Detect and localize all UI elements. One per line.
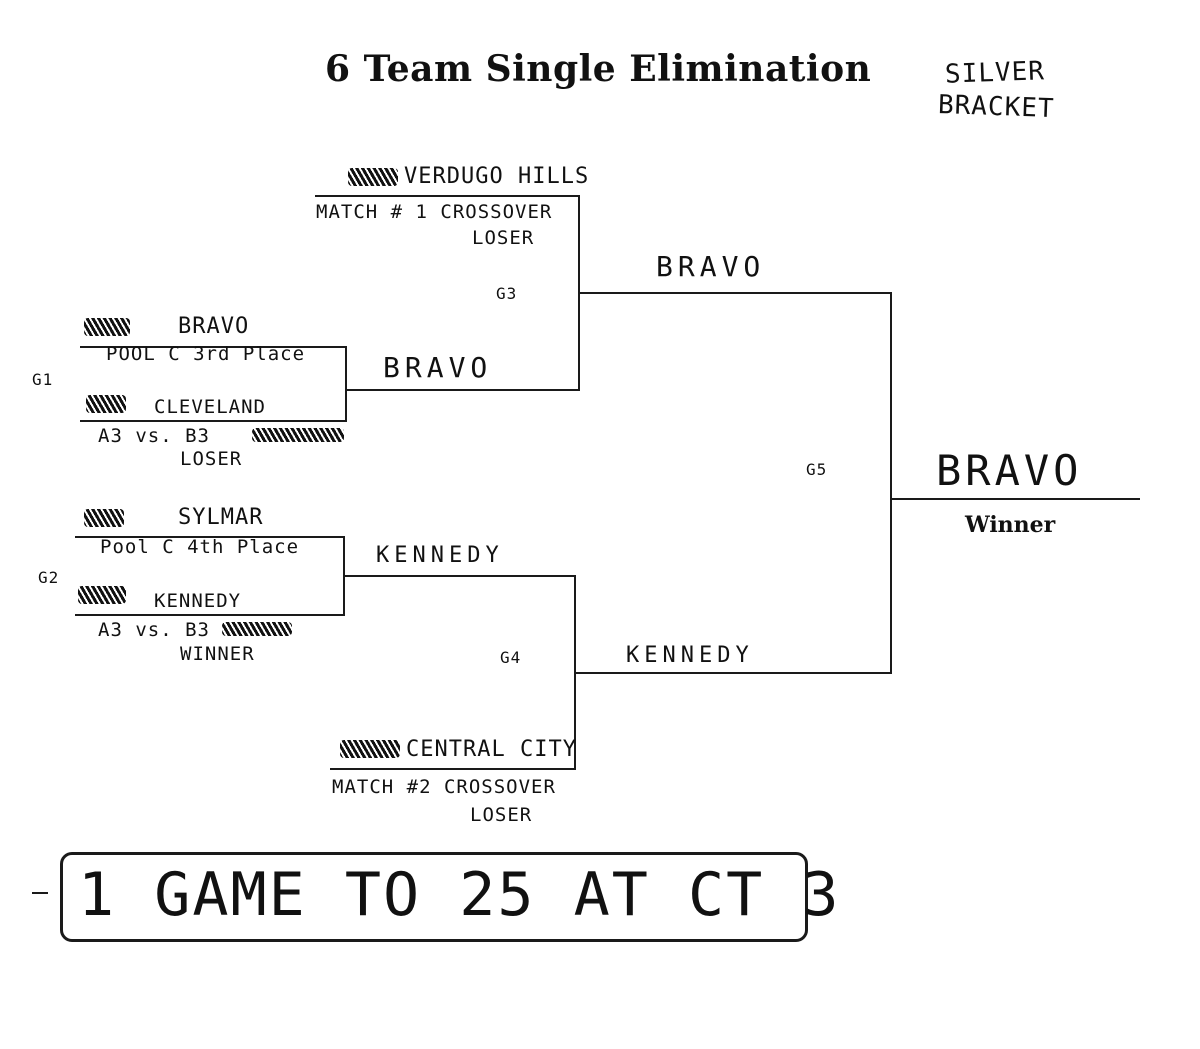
scribble-mark [222, 622, 292, 636]
g5-top-line [578, 292, 892, 294]
g4-bottom-note-2: LOSER [470, 804, 533, 826]
g1-top-note: POOL C 3rd Place [106, 343, 306, 365]
g4-bottom-team: CENTRAL CITY [406, 737, 577, 762]
g2-game-label: G2 [38, 568, 60, 587]
g3-result: BRAVO [656, 250, 766, 283]
winner-line [890, 498, 1140, 500]
g1-bottom-line [80, 420, 347, 422]
g1-top-line [80, 346, 347, 348]
g4-bottom-note-1: MATCH #2 CROSSOVER [332, 776, 556, 798]
scribble-mark [86, 395, 126, 413]
note-tick [32, 892, 48, 894]
g3-top-note-2: LOSER [472, 227, 535, 249]
champion-name: BRAVO [936, 446, 1083, 495]
g4-bottom-line [330, 768, 576, 770]
scribble-mark [252, 428, 344, 442]
g3-top-team: VERDUGO HILLS [404, 164, 590, 189]
g3-game-label: G3 [496, 284, 518, 303]
scribble-mark [78, 586, 126, 604]
g2-bottom-team: KENNEDY [154, 590, 242, 612]
g2-top-note: Pool C 4th Place [100, 536, 300, 558]
g2-top-line [75, 536, 345, 538]
scribble-mark [84, 318, 130, 336]
g5-bottom-line [574, 672, 892, 674]
g5-vertical-line [890, 292, 892, 674]
scribble-mark [348, 168, 398, 186]
g2-top-team: SYLMAR [178, 505, 264, 530]
g1-result: BRAVO [383, 351, 493, 384]
g1-bottom-note-1: A3 vs. B3 [98, 425, 210, 447]
g5-game-label: G5 [806, 460, 828, 479]
scribble-mark [84, 509, 124, 527]
subtitle-line-1: SILVER [944, 56, 1046, 90]
g4-top-line [343, 575, 576, 577]
g2-bottom-note-1: A3 vs. B3 [98, 619, 210, 641]
note-box [60, 852, 808, 942]
g4-game-label: G4 [500, 648, 522, 667]
bracket-title: 6 Team Single Elimination [325, 48, 872, 90]
winner-label: Winner [965, 512, 1056, 538]
g3-top-line [315, 195, 580, 197]
subtitle-line-2: BRACKET [937, 89, 1056, 125]
g1-bottom-note-2: LOSER [180, 448, 243, 470]
g1-vertical-line [345, 346, 347, 422]
g2-bottom-line [75, 614, 345, 616]
g4-result: KENNEDY [626, 643, 754, 668]
g3-bottom-line [346, 389, 580, 391]
g2-result: KENNEDY [376, 543, 504, 568]
g3-top-note-1: MATCH # 1 CROSSOVER [316, 201, 553, 223]
game-rule-note: 1 GAME TO 25 AT CT 3 [78, 860, 841, 930]
g2-bottom-note-2: WINNER [180, 643, 255, 665]
g1-game-label: G1 [32, 370, 54, 389]
scribble-mark [340, 740, 400, 758]
g1-top-team: BRAVO [178, 314, 250, 339]
g1-bottom-team: CLEVELAND [154, 396, 266, 418]
